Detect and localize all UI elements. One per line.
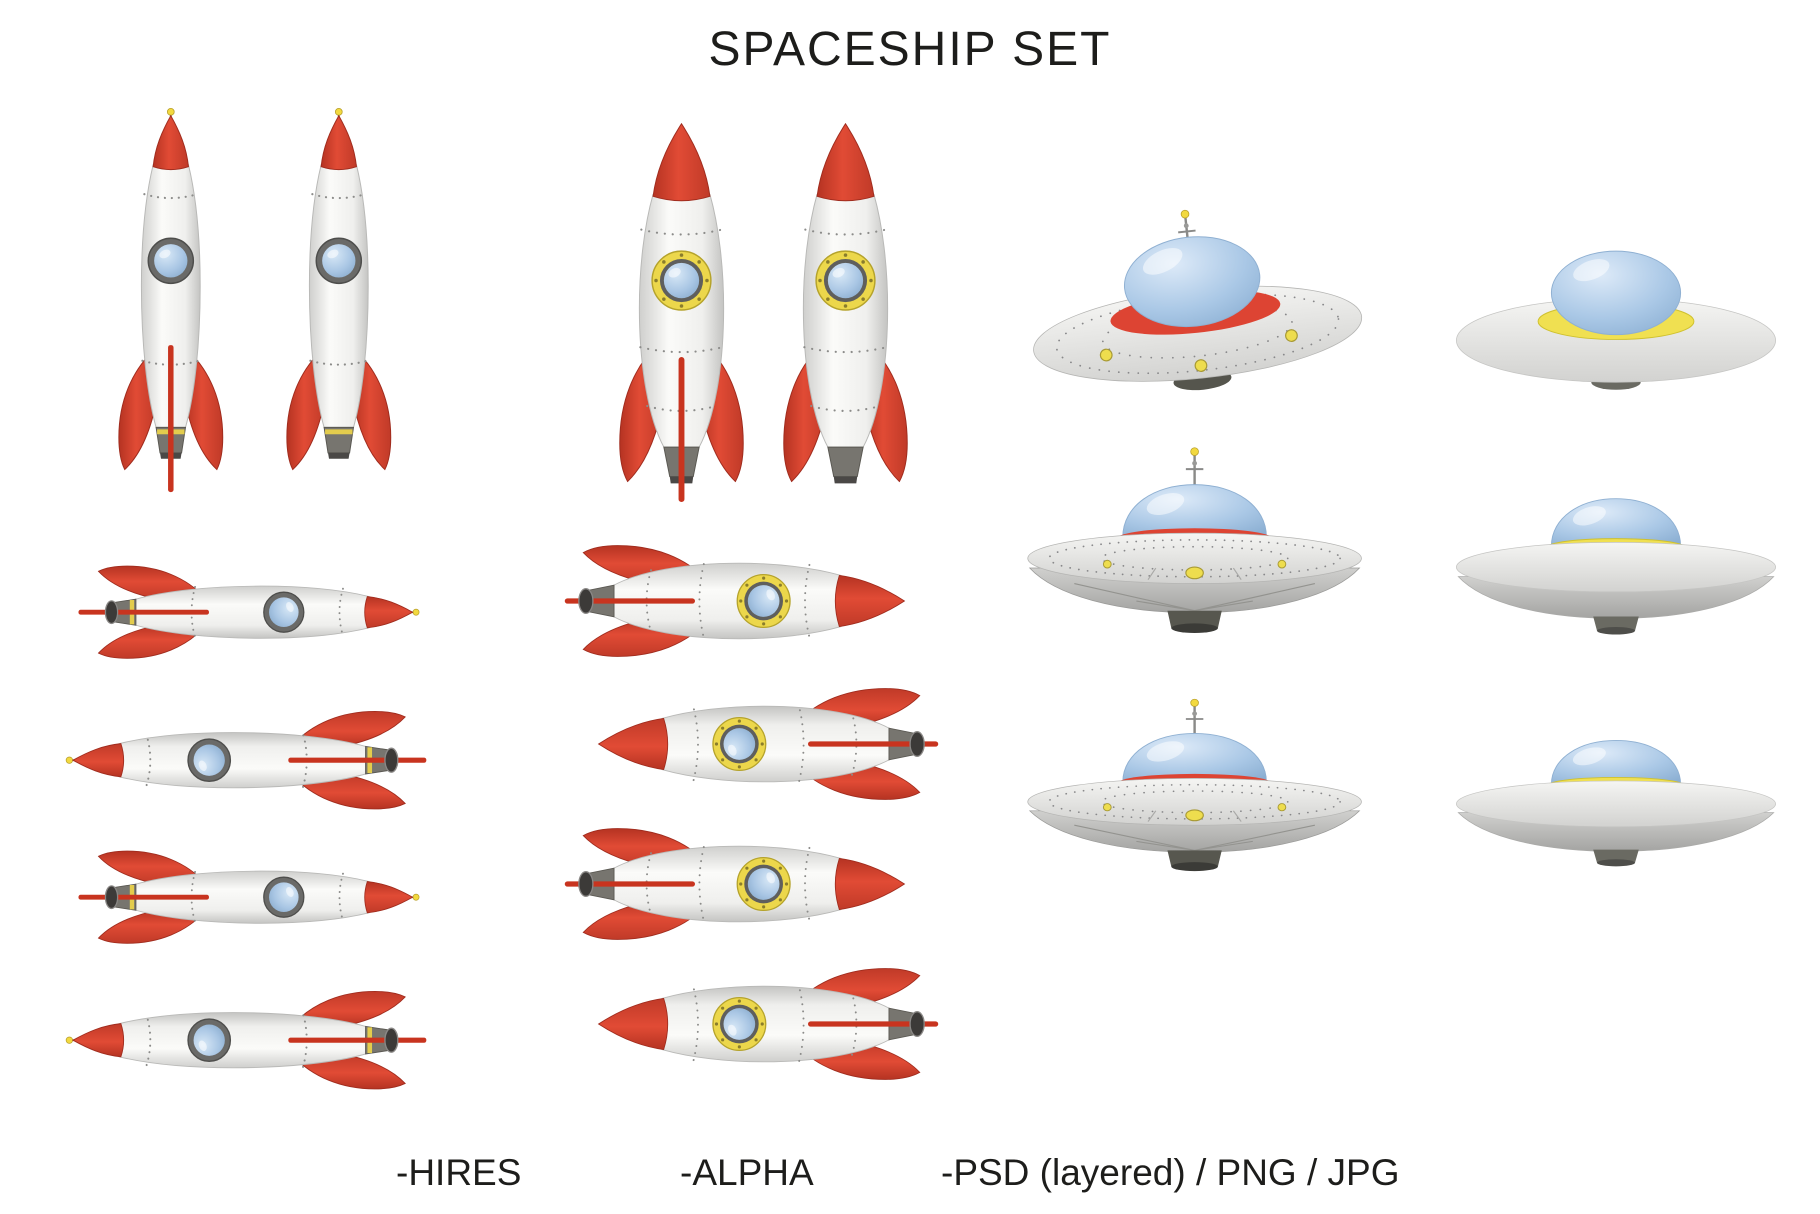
rocket-round-flying-right-angled bbox=[565, 829, 905, 940]
rocket-classic-flying-right-angled bbox=[78, 851, 419, 943]
rocket-classic-side bbox=[285, 107, 392, 471]
rocket-round-front bbox=[620, 124, 743, 502]
rocket-round-flying-left-angled bbox=[599, 969, 939, 1080]
rocket-round-flying-left bbox=[599, 689, 939, 800]
rocket-classic-front bbox=[119, 108, 223, 492]
format-notes: -HIRES -ALPHA -PSD (layered) / PNG / JPG bbox=[0, 1152, 1820, 1202]
ufo-plain-side bbox=[1455, 498, 1777, 636]
format-note-filetypes: -PSD (layered) / PNG / JPG bbox=[941, 1152, 1400, 1193]
rocket-round-side bbox=[782, 122, 909, 485]
rocket-classic-flying-left bbox=[66, 711, 426, 809]
ufo-detailed-side bbox=[1026, 446, 1363, 635]
rocket-classic-flying-left-angled bbox=[66, 991, 426, 1089]
set-title: SPACESHIP SET bbox=[708, 23, 1112, 76]
rocket-round-flying-right bbox=[565, 546, 905, 657]
ufo-detailed-front bbox=[1026, 697, 1363, 873]
ufo-plain-tilted bbox=[1455, 250, 1777, 391]
ufo-plain-front bbox=[1455, 740, 1777, 867]
rocket-classic-flying-right bbox=[78, 566, 419, 658]
format-note-alpha: -ALPHA bbox=[680, 1152, 814, 1193]
format-note-hires: -HIRES bbox=[396, 1152, 522, 1193]
ufo-detailed-tilted bbox=[1019, 191, 1369, 409]
